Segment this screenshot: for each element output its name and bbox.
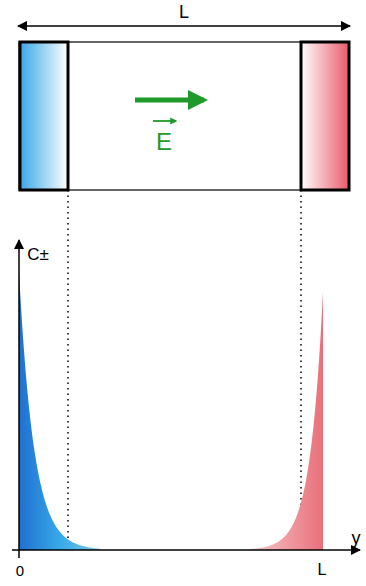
y-axis — [18, 240, 20, 558]
length-label: L — [179, 3, 189, 21]
vector-arrow — [153, 120, 176, 122]
cation-profile — [19, 272, 100, 550]
axis-label: y — [352, 529, 361, 547]
right-electrode — [301, 42, 349, 190]
anion-profile — [250, 292, 323, 550]
cell-body — [19, 42, 349, 190]
guide-line — [67, 190, 69, 550]
dimension-arrow — [18, 25, 350, 27]
left-electrode — [20, 42, 68, 190]
axis-label: C± — [27, 246, 49, 263]
x-axis — [12, 549, 360, 551]
guide-line — [300, 190, 302, 550]
tick-label: 0 — [16, 563, 24, 578]
field-arrow — [135, 98, 204, 103]
tick-label: L — [318, 562, 327, 578]
field-label: E — [156, 130, 172, 154]
